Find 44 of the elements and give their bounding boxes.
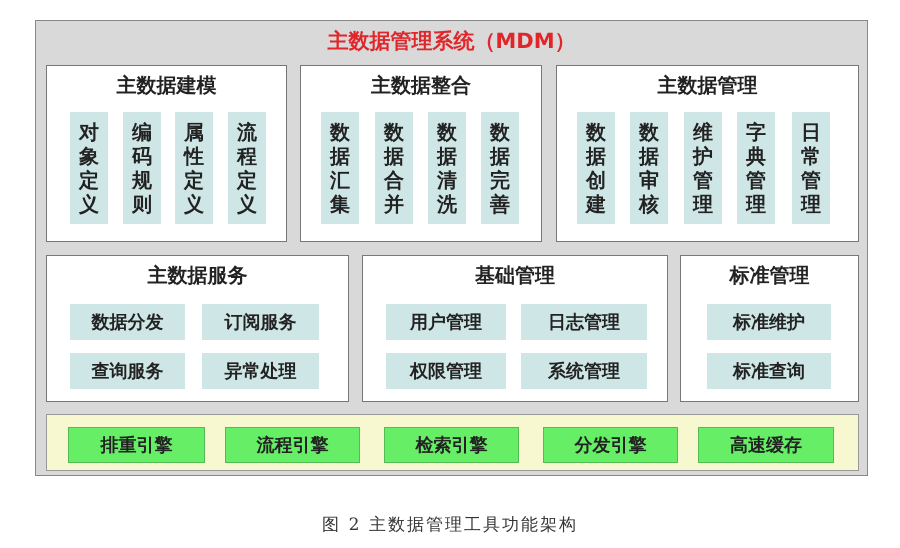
function-tile: 维护管理 (684, 112, 722, 224)
function-tile: 权限管理 (386, 353, 506, 389)
module-heading: 主数据整合 (370, 72, 472, 99)
function-tile: 属性定义 (175, 112, 213, 224)
engine-band (46, 414, 859, 471)
function-tile: 标准维护 (707, 304, 831, 340)
function-tile: 数据审核 (630, 112, 668, 224)
module-heading: 标准管理 (728, 262, 810, 289)
module-heading: 主数据建模 (116, 72, 218, 99)
function-tile: 数据清洗 (428, 112, 466, 224)
function-tile: 数据完善 (481, 112, 519, 224)
system-title: 主数据管理系统（MDM） (326, 28, 577, 55)
function-tile: 异常处理 (202, 353, 319, 389)
function-tile: 数据合并 (375, 112, 413, 224)
engine-tile: 排重引擎 (68, 427, 205, 463)
module-panel (46, 65, 287, 242)
function-tile: 字典管理 (737, 112, 775, 224)
engine-tile: 高速缓存 (698, 427, 834, 463)
module-panel (362, 255, 668, 402)
engine-tile: 流程引擎 (225, 427, 360, 463)
engine-tile: 分发引擎 (543, 427, 678, 463)
module-heading: 主数据管理 (656, 72, 758, 99)
function-tile: 日志管理 (521, 304, 647, 340)
module-heading: 主数据服务 (146, 262, 248, 289)
function-tile: 数据创建 (577, 112, 615, 224)
function-tile: 用户管理 (386, 304, 506, 340)
function-tile: 日常管理 (792, 112, 830, 224)
module-panel (556, 65, 859, 242)
function-tile: 数据分发 (70, 304, 185, 340)
function-tile: 查询服务 (70, 353, 185, 389)
module-panel (300, 65, 542, 242)
function-tile: 编码规则 (123, 112, 161, 224)
function-tile: 数据汇集 (321, 112, 359, 224)
module-panel (46, 255, 349, 402)
function-tile: 流程定义 (228, 112, 266, 224)
system-panel (35, 20, 868, 476)
function-tile: 订阅服务 (202, 304, 319, 340)
function-tile: 标准查询 (707, 353, 831, 389)
function-tile: 系统管理 (521, 353, 647, 389)
module-heading: 基础管理 (474, 262, 556, 289)
function-tile: 对象定义 (70, 112, 108, 224)
figure-caption: 图 2 主数据管理工具功能架构 (321, 514, 579, 536)
engine-tile: 检索引擎 (384, 427, 519, 463)
module-panel (680, 255, 859, 402)
